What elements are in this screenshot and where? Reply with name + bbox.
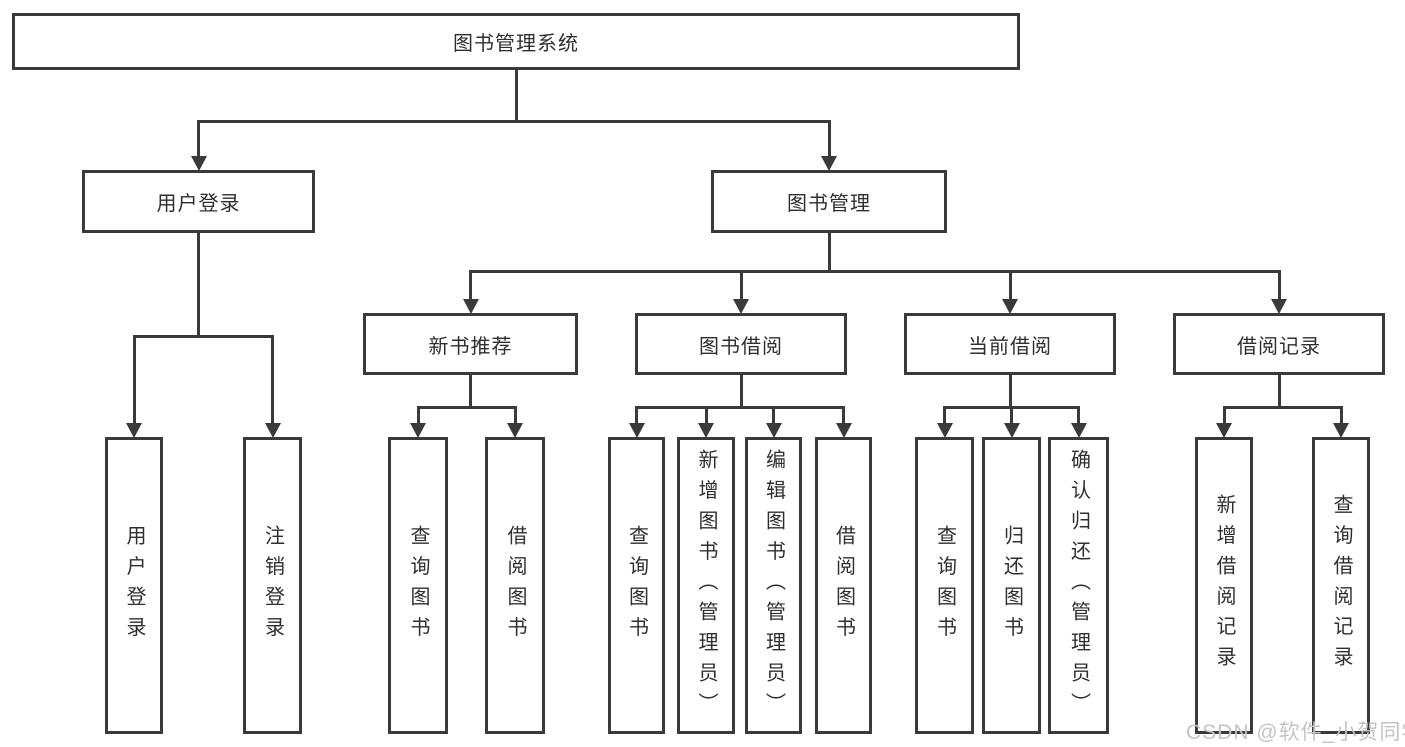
node-label: 用户登录 [123, 524, 145, 647]
connector-line [469, 374, 472, 409]
arrowhead-down-icon [821, 156, 837, 171]
arrowhead-down-icon [1070, 423, 1087, 438]
arrowhead-down-icon [1003, 423, 1020, 438]
connector-line [271, 336, 274, 424]
connector-line [1277, 271, 1281, 300]
connector-line [1277, 374, 1281, 409]
csdn-watermark: CSDN @软件_小贺同学 [1186, 721, 1405, 744]
connector-line [739, 374, 743, 409]
arrowhead-down-icon [410, 423, 426, 438]
connector-line [739, 271, 743, 300]
connector-line [1008, 374, 1012, 409]
connector-line [704, 407, 708, 424]
node-label: 查询图书 [407, 524, 429, 647]
arrowhead-down-icon [1333, 423, 1349, 438]
node-user-login: 用户登录 [82, 170, 315, 233]
connector-line [132, 334, 274, 338]
arrowhead-down-icon [765, 423, 782, 438]
connector-line [1222, 407, 1226, 424]
node-root: 图书管理系统 [12, 13, 1020, 70]
arrowhead-down-icon [1002, 299, 1018, 314]
connector-line [514, 69, 518, 123]
node-leaf-cb-return: 归还图书 [982, 437, 1041, 734]
arrowhead-down-icon [733, 299, 749, 314]
node-label: 图书借阅 [699, 335, 783, 358]
connector-line [1222, 405, 1343, 409]
arrowhead-down-icon [1271, 299, 1287, 314]
node-leaf-user-login: 用户登录 [105, 437, 163, 734]
node-label: 图书管理系统 [453, 33, 579, 55]
node-leaf-br-add: 新增借阅记录 [1195, 437, 1253, 734]
node-new-book-rec: 新书推荐 [363, 313, 578, 375]
node-label: 新书推荐 [428, 335, 513, 358]
node-borrow-records: 借阅记录 [1173, 313, 1385, 375]
arrowhead-down-icon [835, 423, 852, 438]
arrowhead-down-icon [264, 423, 281, 438]
connector-line [416, 407, 420, 424]
node-leaf-bb-query: 查询图书 [608, 437, 665, 734]
connector-line [1339, 407, 1343, 424]
connector-line [416, 405, 517, 409]
arrowhead-down-icon [190, 156, 207, 171]
node-label: 用户登录 [156, 193, 241, 215]
node-leaf-bb-add: 新增图书（管理员） [677, 437, 735, 734]
node-label: 借阅记录 [1237, 335, 1321, 358]
node-leaf-logout: 注销登录 [243, 437, 302, 734]
node-leaf-rec-borrow: 借阅图书 [485, 437, 545, 734]
connector-line [1008, 271, 1012, 300]
node-leaf-cb-confirm: 确认归还（管理员） [1048, 437, 1109, 734]
node-label: 注销登录 [261, 524, 284, 647]
node-label: 归还图书 [1000, 524, 1023, 647]
connector-line [469, 271, 472, 300]
connector-line [635, 407, 638, 424]
connector-line [827, 121, 831, 157]
connector-line [827, 232, 831, 273]
node-book-mgmt: 图书管理 [711, 170, 947, 233]
node-current-borrow: 当前借阅 [904, 313, 1116, 375]
node-label: 借阅图书 [832, 524, 855, 647]
node-label: 新增图书（管理员） [695, 448, 717, 723]
connector-line [1010, 407, 1013, 424]
arrowhead-down-icon [126, 423, 142, 438]
arrowhead-down-icon [698, 423, 714, 438]
arrowhead-down-icon [936, 423, 953, 438]
node-label: 编辑图书（管理员） [762, 448, 785, 723]
connector-line [635, 405, 845, 409]
connector-line [842, 407, 845, 424]
arrowhead-down-icon [462, 299, 479, 314]
node-label: 查询图书 [625, 524, 648, 647]
node-label: 图书管理 [787, 193, 871, 215]
connector-line [513, 407, 517, 424]
arrowhead-down-icon [507, 423, 523, 438]
node-label: 当前借阅 [968, 335, 1052, 358]
node-label: 借阅图书 [504, 524, 526, 647]
arrowhead-down-icon [628, 423, 645, 438]
node-label: 查询图书 [933, 524, 956, 647]
connector-line [772, 407, 775, 424]
node-leaf-bb-borrow: 借阅图书 [815, 437, 872, 734]
node-leaf-cb-query: 查询图书 [915, 437, 974, 734]
connector-line [197, 232, 200, 338]
node-leaf-bb-edit: 编辑图书（管理员） [745, 437, 802, 734]
node-label: 查询借阅记录 [1330, 494, 1352, 677]
node-label: 新增借阅记录 [1213, 494, 1235, 677]
arrowhead-down-icon [1216, 423, 1232, 438]
connector-line [1077, 407, 1080, 424]
connector-line [197, 119, 831, 123]
connector-line [469, 269, 1281, 273]
node-leaf-rec-query: 查询图书 [388, 437, 448, 734]
node-label: 确认归还（管理员） [1067, 448, 1090, 723]
node-book-borrow: 图书借阅 [635, 313, 847, 375]
connector-line [197, 121, 200, 157]
connector-line [132, 336, 136, 424]
connector-line [943, 407, 946, 424]
node-leaf-br-query: 查询借阅记录 [1312, 437, 1370, 734]
